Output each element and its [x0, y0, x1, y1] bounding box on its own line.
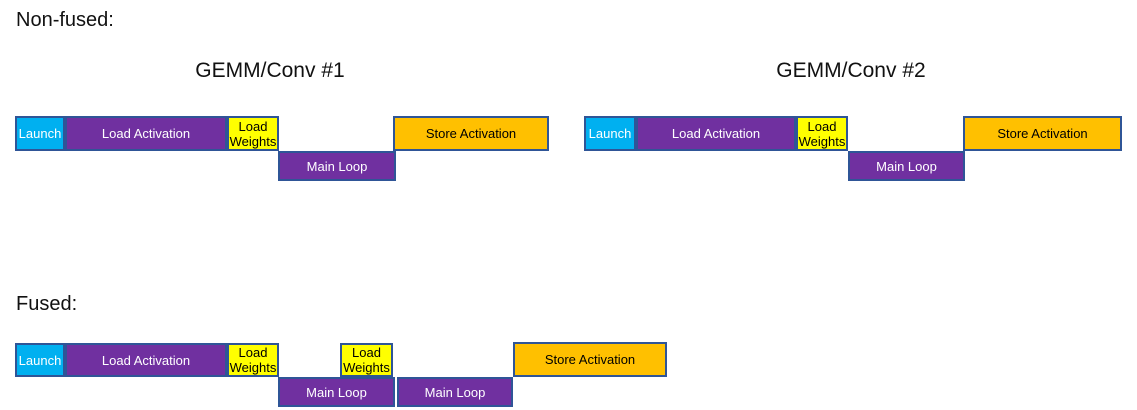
gemm-conv-1-header: GEMM/Conv #1 — [195, 59, 345, 82]
nonfused-section-title: Non-fused: — [16, 9, 114, 31]
block-load-weights: Load Weights — [340, 343, 393, 377]
block-main-loop: Main Loop — [848, 151, 965, 181]
block-load-weights: Load Weights — [796, 116, 848, 151]
block-main-loop: Main Loop — [278, 151, 396, 181]
block-launch: Launch — [584, 116, 636, 151]
block-launch: Launch — [15, 343, 65, 377]
block-store-activation: Store Activation — [963, 116, 1122, 151]
block-main-loop: Main Loop — [397, 377, 513, 407]
block-load-activation: Load Activation — [65, 343, 227, 377]
gemm-conv-2-header: GEMM/Conv #2 — [776, 59, 926, 82]
fused-section-title: Fused: — [16, 293, 78, 315]
block-load-activation: Load Activation — [65, 116, 227, 151]
block-load-weights: Load Weights — [227, 343, 279, 377]
block-main-loop: Main Loop — [278, 377, 395, 407]
block-launch: Launch — [15, 116, 65, 151]
block-store-activation: Store Activation — [513, 342, 667, 377]
block-store-activation: Store Activation — [393, 116, 549, 151]
block-load-activation: Load Activation — [636, 116, 796, 151]
block-load-weights: Load Weights — [227, 116, 279, 151]
